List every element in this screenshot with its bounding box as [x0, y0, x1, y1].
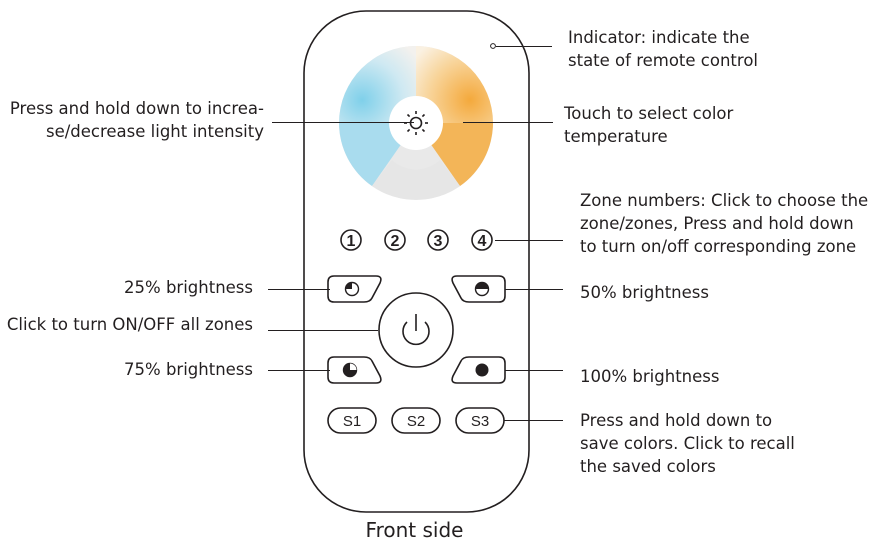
leader-color-temp [463, 122, 553, 123]
callout-color-temp: Touch to select color temperature [564, 102, 733, 148]
svg-text:2: 2 [391, 233, 400, 250]
svg-text:S2: S2 [407, 413, 425, 430]
callout-scenes: Press and hold down to save colors. Clic… [580, 409, 795, 478]
leader-intensity [272, 122, 414, 123]
scene-button-s1[interactable]: S1 [328, 408, 376, 433]
leader-indicator [496, 46, 552, 47]
half-circle-icon [476, 283, 489, 296]
indicator-light [491, 44, 496, 49]
color-temperature-wheel[interactable] [339, 46, 493, 200]
figure-caption: Front side [0, 518, 829, 542]
leader-zones [495, 240, 563, 241]
callout-intensity: Press and hold down to increa- se/decrea… [10, 97, 264, 143]
callout-power: Click to turn ON/OFF all zones [7, 313, 253, 336]
callout-zones: Zone numbers: Click to choose the zone/z… [580, 189, 868, 258]
power-button[interactable] [379, 293, 453, 367]
quarter-circle-icon [346, 283, 359, 296]
callout-b50: 50% brightness [580, 281, 709, 304]
full-circle-icon [476, 364, 489, 377]
callout-b25: 25% brightness [124, 276, 253, 299]
zone-button-2[interactable]: 2 [385, 230, 405, 250]
callout-b100: 100% brightness [580, 365, 719, 388]
zone-button-1[interactable]: 1 [341, 230, 361, 250]
svg-text:4: 4 [478, 233, 487, 250]
leader-b25 [268, 289, 330, 290]
svg-text:S1: S1 [343, 413, 361, 430]
leader-b100 [505, 370, 563, 371]
leader-power [268, 330, 378, 331]
scene-button-s2[interactable]: S2 [392, 408, 440, 433]
svg-text:1: 1 [347, 233, 356, 250]
leader-scenes [504, 420, 563, 421]
zone-button-4[interactable]: 4 [472, 230, 492, 250]
callout-b75: 75% brightness [124, 358, 253, 381]
svg-text:3: 3 [434, 233, 443, 250]
callout-indicator: Indicator: indicate the state of remote … [568, 26, 758, 72]
svg-text:S3: S3 [471, 413, 489, 430]
leader-b50 [505, 289, 563, 290]
scene-button-s3[interactable]: S3 [456, 408, 504, 433]
leader-b75 [268, 370, 330, 371]
zone-button-3[interactable]: 3 [428, 230, 448, 250]
three-quarter-circle-icon [344, 364, 357, 377]
